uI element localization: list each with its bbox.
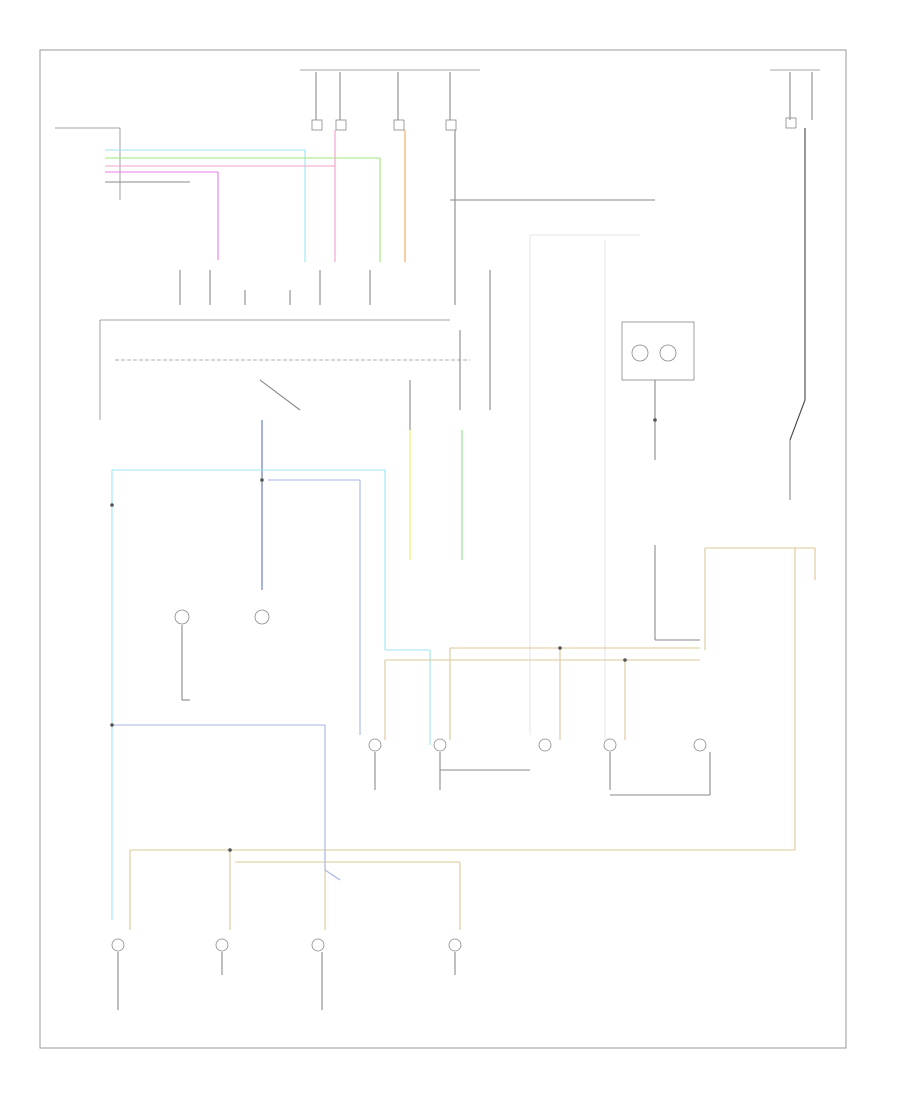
right-side-circuit [529, 128, 806, 740]
ground-returns [112, 625, 711, 1010]
lamps [111, 609, 707, 952]
junction-dots [110, 418, 657, 852]
switch-contacts [99, 130, 655, 430]
power-sources [300, 69, 820, 131]
headlamp-switch [55, 127, 406, 262]
diagram-frame [39, 49, 847, 1049]
tan-wire-network [129, 547, 816, 930]
middle-wires [111, 420, 463, 920]
